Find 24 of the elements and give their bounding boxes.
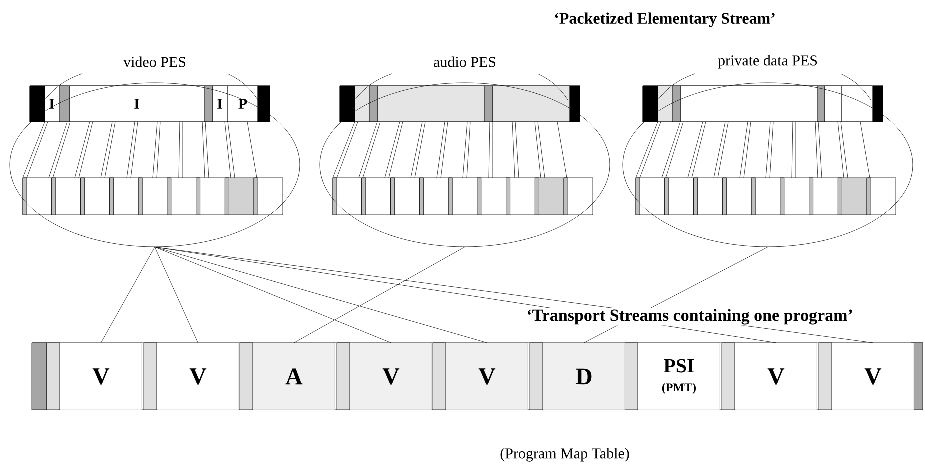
connector-line — [101, 247, 156, 344]
packet-box: V — [735, 343, 818, 410]
node-label: video PES — [124, 56, 186, 68]
packet-box: V — [60, 343, 142, 410]
heading: ‘Transport Streams containing one program’ — [526, 308, 854, 326]
packet-box: V — [350, 343, 432, 410]
packet-box: V — [832, 343, 914, 410]
connector-line — [294, 247, 466, 344]
frame-letter: P — [238, 99, 248, 109]
connector-line — [154, 247, 488, 344]
packet-box: PSI (PMT) — [638, 343, 720, 410]
packet-box: A — [253, 343, 336, 410]
node-label: audio PES — [434, 56, 496, 68]
packet-box: V — [157, 343, 240, 410]
frame-letter: I — [134, 99, 140, 109]
connector-line — [154, 247, 392, 344]
note: (Program Map Table) — [500, 448, 630, 462]
connector-line — [154, 247, 198, 344]
packet-box: D — [543, 343, 626, 410]
packet-box: V — [446, 343, 528, 410]
frame-letter: I — [218, 99, 222, 109]
frame-letter: I — [50, 99, 54, 109]
node-label: private data PES — [718, 55, 818, 69]
heading: ‘Packetized Elementary Stream’ — [553, 12, 777, 28]
